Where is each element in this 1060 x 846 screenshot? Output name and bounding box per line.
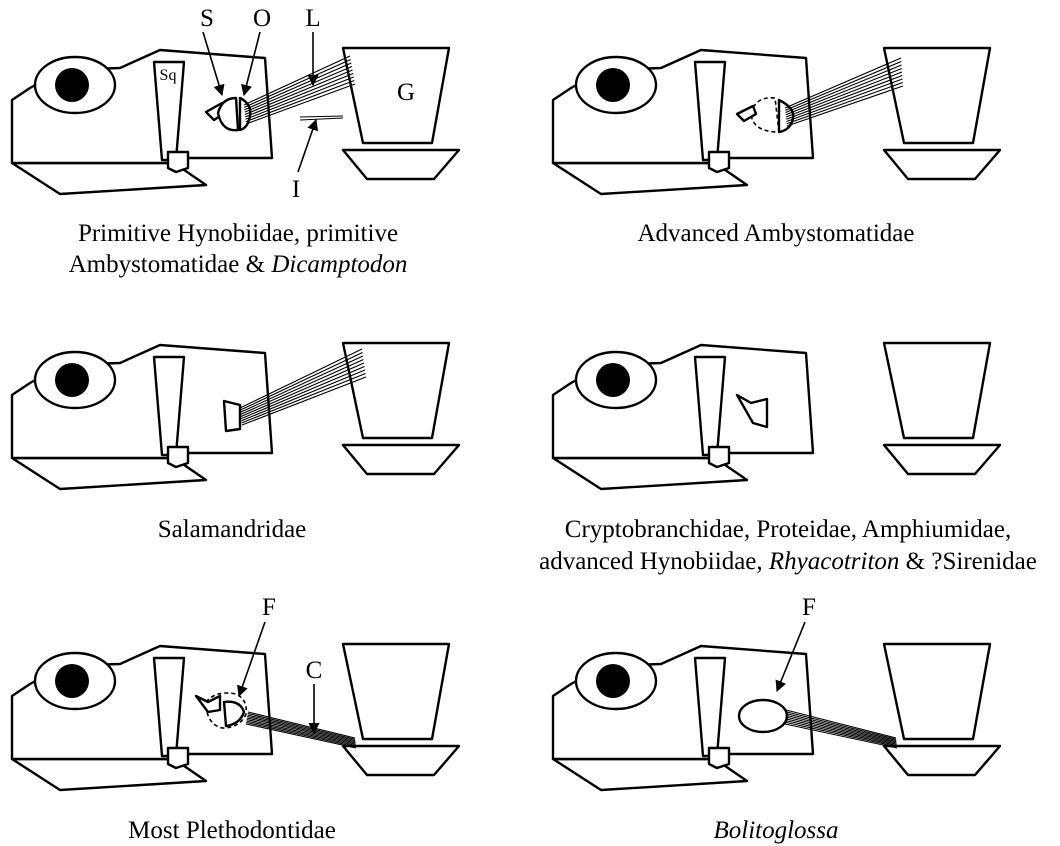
pupil: [55, 363, 89, 397]
girdle-upper: [884, 343, 990, 438]
operculum: [224, 401, 240, 431]
panel-content: [553, 343, 1000, 489]
caption-p4-line1: Cryptobranchidae, Proteidae, Amphiumidae…: [565, 516, 1011, 543]
muscle-fiber: [300, 116, 343, 117]
quadrate: [168, 447, 188, 467]
girdle-lower: [884, 150, 1000, 179]
girdle-upper: [343, 644, 449, 739]
girdle-lower: [343, 445, 459, 474]
pupil: [596, 363, 630, 397]
caption-segment: Advanced Ambystomatidae: [637, 220, 914, 247]
caption-p1-line1: Primitive Hynobiidae, primitive: [78, 220, 398, 247]
panel-advanced-ambystomatidae: [553, 48, 1000, 194]
girdle-lower: [343, 150, 459, 179]
panel-primitive-hynobiidae: [12, 48, 459, 194]
quadrate: [709, 748, 729, 768]
girdle-lower: [884, 445, 1000, 474]
girdle-upper: [884, 644, 990, 739]
caption-p4-line2: advanced Hynobiidae, Rhyacotriton & ?Sir…: [539, 548, 1037, 575]
caption-segment: advanced Hynobiidae,: [539, 548, 769, 575]
quadrate: [709, 152, 729, 172]
caption-italic-segment: Rhyacotriton: [768, 548, 900, 575]
girdle-lower: [343, 746, 459, 775]
muscle-fiber: [300, 118, 343, 120]
label-squamosal: Sq: [160, 67, 177, 84]
quadrate: [709, 447, 729, 467]
panel-most-plethodontidae: [12, 644, 459, 790]
fenestra: [739, 700, 787, 732]
caption-p2-line1: Advanced Ambystomatidae: [637, 220, 914, 247]
panel-cryptobranchidae: [553, 343, 1000, 489]
caption-p5-line1: Most Plethodontidae: [128, 817, 336, 844]
panel-bolitoglossa: [553, 644, 1000, 790]
panel-content: [553, 48, 1000, 194]
panel-content: [553, 644, 1000, 790]
ligament: [300, 116, 343, 120]
caption-italic-segment: Dicamptodon: [270, 251, 407, 278]
caption-segment: & ?Sirenidae: [899, 548, 1036, 575]
pupil: [596, 664, 630, 698]
label-stapes: S: [200, 5, 214, 32]
panel-content: [12, 48, 459, 194]
label-girdle: G: [397, 79, 415, 106]
caption-segment: Cryptobranchidae, Proteidae, Amphiumidae…: [565, 516, 1011, 543]
label-operculum: O: [253, 5, 271, 32]
caption-segment: Salamandridae: [158, 516, 307, 543]
caption-segment: Primitive Hynobiidae, primitive: [78, 220, 398, 247]
pupil: [55, 664, 89, 698]
quadrate: [168, 748, 188, 768]
label-ligament: I: [292, 176, 300, 203]
label-fenestra-1: F: [262, 594, 276, 621]
caption-italic-segment: Bolitoglossa: [713, 817, 838, 844]
pupil: [596, 68, 630, 102]
caption-p1-line2: Ambystomatidae & Dicamptodon: [69, 251, 408, 278]
label-levator: L: [305, 5, 320, 32]
label-fenestra-2: F: [802, 594, 816, 621]
caption-segment: Most Plethodontidae: [128, 817, 336, 844]
quadrate: [168, 152, 188, 172]
caption-segment: Ambystomatidae &: [69, 251, 272, 278]
pupil: [55, 68, 89, 102]
label-cartilage: C: [306, 657, 323, 684]
panel-content: [12, 343, 459, 489]
caption-p6-line1: Bolitoglossa: [713, 817, 838, 844]
caption-p3-line1: Salamandridae: [158, 516, 307, 543]
panel-content: [12, 644, 459, 790]
girdle-upper: [343, 343, 449, 438]
arrow-ligament: [298, 120, 316, 172]
panel-salamandridae: [12, 343, 459, 489]
girdle-lower: [884, 746, 1000, 775]
